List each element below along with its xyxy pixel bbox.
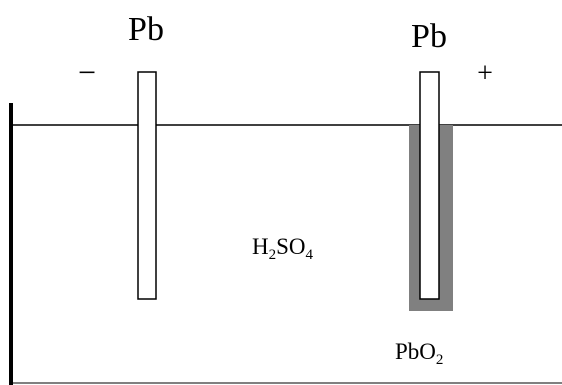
coating-label: PbO2 — [395, 339, 443, 368]
positive-electrode-label: Pb — [411, 18, 447, 55]
electrolyte-part2: SO — [276, 234, 305, 259]
coating-base: PbO — [395, 339, 436, 364]
positive-sign: + — [477, 58, 493, 89]
coating-subscript: 2 — [436, 352, 444, 368]
positive-electrode — [419, 71, 440, 300]
negative-sign: − — [78, 54, 96, 90]
electrolyte-sub1: 2 — [269, 247, 277, 263]
negative-electrode — [137, 71, 157, 300]
electrolyte-sub2: 4 — [306, 247, 314, 263]
electrolyte-label: H2SO4 — [252, 234, 314, 263]
negative-electrode-label: Pb — [128, 11, 164, 48]
electrolyte-part1: H — [252, 234, 269, 259]
